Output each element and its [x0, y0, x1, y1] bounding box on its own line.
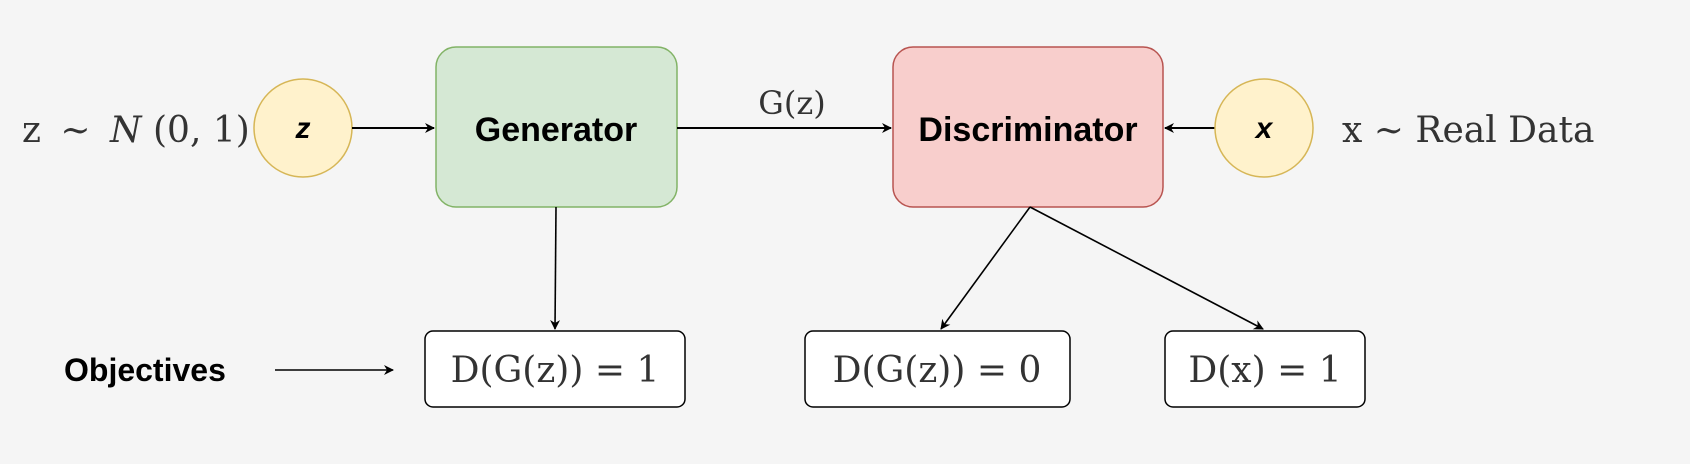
- arrow-discriminator-to-real-objective: [1029, 206, 1264, 330]
- discriminator-box: [892, 46, 1164, 208]
- real-distribution-label: x ∼ Real Data: [1342, 110, 1594, 151]
- discriminator-label: Discriminator: [918, 111, 1137, 149]
- noise-distribution-func: N: [109, 110, 143, 151]
- discriminator-fake-objective-text: D(G(z)) = 0: [833, 350, 1042, 391]
- noise-distribution-args: (0, 1): [153, 110, 250, 151]
- z-node: z: [253, 78, 353, 178]
- noise-distribution-label: z ∼ N (0, 1): [22, 110, 250, 151]
- generator-block: Generator: [435, 46, 678, 208]
- generator-objective-frame: [424, 330, 686, 408]
- discriminator-block: Discriminator: [892, 46, 1164, 208]
- noise-distribution-lhs: z: [22, 110, 41, 151]
- z-node-label: z: [295, 112, 311, 145]
- x-node-circle: [1214, 78, 1314, 178]
- noise-distribution-tilde: ∼: [60, 110, 90, 151]
- arrow-generator-to-objective: [550, 206, 561, 330]
- generator-label: Generator: [475, 111, 638, 149]
- objectives-label: Objectives: [64, 352, 226, 388]
- discriminator-real-objective-box: D(x) = 1: [1164, 330, 1366, 408]
- x-node-label: x: [1254, 112, 1274, 145]
- arrow-discriminator-to-fake-objective: [940, 206, 1031, 330]
- generator-objective-box: D(G(z)) = 1: [424, 330, 686, 408]
- discriminator-fake-objective-box: D(G(z)) = 0: [804, 330, 1071, 408]
- discriminator-real-objective-text: D(x) = 1: [1188, 350, 1341, 391]
- discriminator-fake-objective-frame: [804, 330, 1071, 408]
- generator-objective-text: D(G(z)) = 1: [451, 350, 660, 391]
- discriminator-real-objective-frame: [1164, 330, 1366, 408]
- gz-edge-label: G(z): [758, 84, 825, 122]
- x-node: x: [1214, 78, 1314, 178]
